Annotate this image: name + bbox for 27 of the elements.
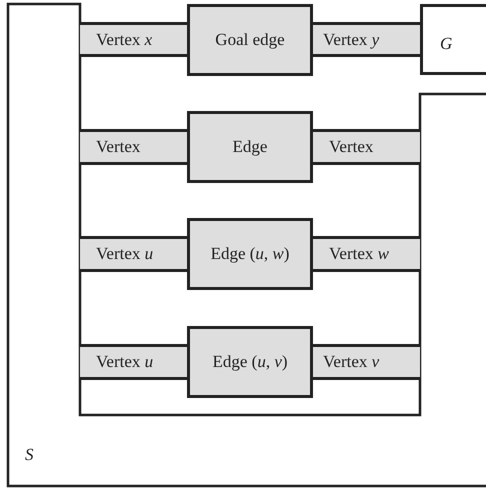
vertex-bar: [80, 344, 187, 380]
box-title: Goal edge: [215, 30, 285, 50]
vertex-label: Vertex u: [96, 352, 154, 372]
box-title: Edge (u, w): [210, 244, 290, 264]
edge-box: [187, 326, 313, 398]
vertex-bar: [80, 236, 187, 272]
goal-region: [420, 4, 486, 75]
edge-box: [187, 4, 313, 76]
vertex-bar: [313, 129, 420, 165]
vertex-label: Vertex x: [96, 30, 152, 50]
box-title: Edge (u, v): [212, 352, 288, 372]
vertex-bar: [80, 22, 187, 57]
vertex-bar: [313, 236, 420, 272]
vertex-label: Vertex u: [96, 244, 154, 264]
vertex-bar: [313, 22, 420, 57]
edge-box: [187, 218, 313, 290]
region-label: G: [440, 34, 452, 54]
edge-box: [187, 111, 313, 183]
region-label: S: [25, 445, 34, 465]
vertex-label: Vertex v: [323, 352, 380, 372]
vertex-label: Vertex: [96, 137, 140, 157]
vertex-bar: [80, 129, 187, 165]
vertex-label: Vertex: [329, 137, 374, 157]
vertex-label: Vertex y: [323, 30, 380, 50]
vertex-label: Vertex w: [329, 244, 389, 264]
vertex-bar: [313, 344, 420, 380]
box-title: Edge: [232, 137, 268, 157]
